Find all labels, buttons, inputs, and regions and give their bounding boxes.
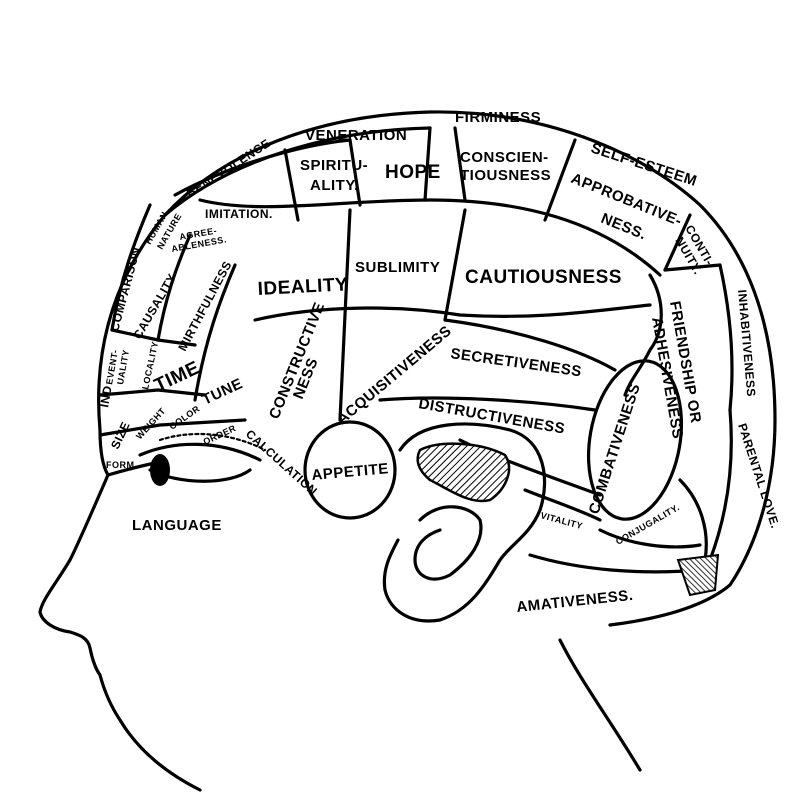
label-ideality: IDEALITY	[257, 274, 349, 300]
label-order: ORDER	[202, 423, 238, 447]
nape-hatched-corner	[676, 553, 720, 597]
label-secretiveness: SECRETIVENESS	[449, 345, 582, 380]
label-appetite: APPETITE	[311, 460, 390, 484]
label-spirituality-2: ALITY.	[310, 177, 359, 194]
label-veneration: VENERATION	[305, 127, 407, 144]
label-amativeness: AMATIVENESS.	[516, 587, 635, 616]
label-distructiveness: DISTRUCTIVENESS	[417, 395, 566, 438]
label-tune: TUNE	[200, 375, 246, 409]
ear	[382, 422, 547, 623]
label-language: LANGUAGE	[132, 517, 222, 534]
label-size: SIZE	[108, 419, 133, 451]
label-individuality: IND	[97, 384, 115, 408]
label-hope: HOPE	[385, 162, 441, 183]
label-causality: CAUSALITY	[130, 271, 179, 341]
label-mirthfulness: MIRTHFULNESS	[175, 259, 234, 354]
label-combativeness: COMBATIVENESS	[586, 381, 644, 516]
label-conscientiousness-2: TIOUSNESS	[460, 167, 551, 184]
head-outline	[38, 110, 777, 792]
label-imitation: IMITATION.	[205, 207, 273, 221]
label-inhabitiveness: INHABITIVENESS	[735, 289, 758, 397]
label-form: FORM	[106, 460, 135, 470]
label-color: COLOR	[167, 403, 201, 431]
eye	[138, 432, 267, 486]
label-calculation: CALCULATION	[243, 427, 320, 498]
label-firmness: FIRMINESS	[455, 109, 541, 126]
appetite-region	[303, 420, 397, 520]
label-sublimity: SUBLIMITY	[355, 259, 440, 276]
region-dividers	[98, 126, 734, 574]
label-benevolence: BENEVOLENCE	[184, 136, 273, 200]
label-spirituality-1: SPIRITU-	[300, 157, 368, 174]
region-labels: FIRMINESS VENERATION BENEVOLENCE SELF-ES…	[97, 109, 782, 616]
label-cautiousness: CAUTIOUSNESS	[465, 267, 622, 288]
label-vitality: VITALITY	[539, 510, 583, 531]
label-conscientiousness-1: CONSCIEN-	[460, 149, 549, 166]
